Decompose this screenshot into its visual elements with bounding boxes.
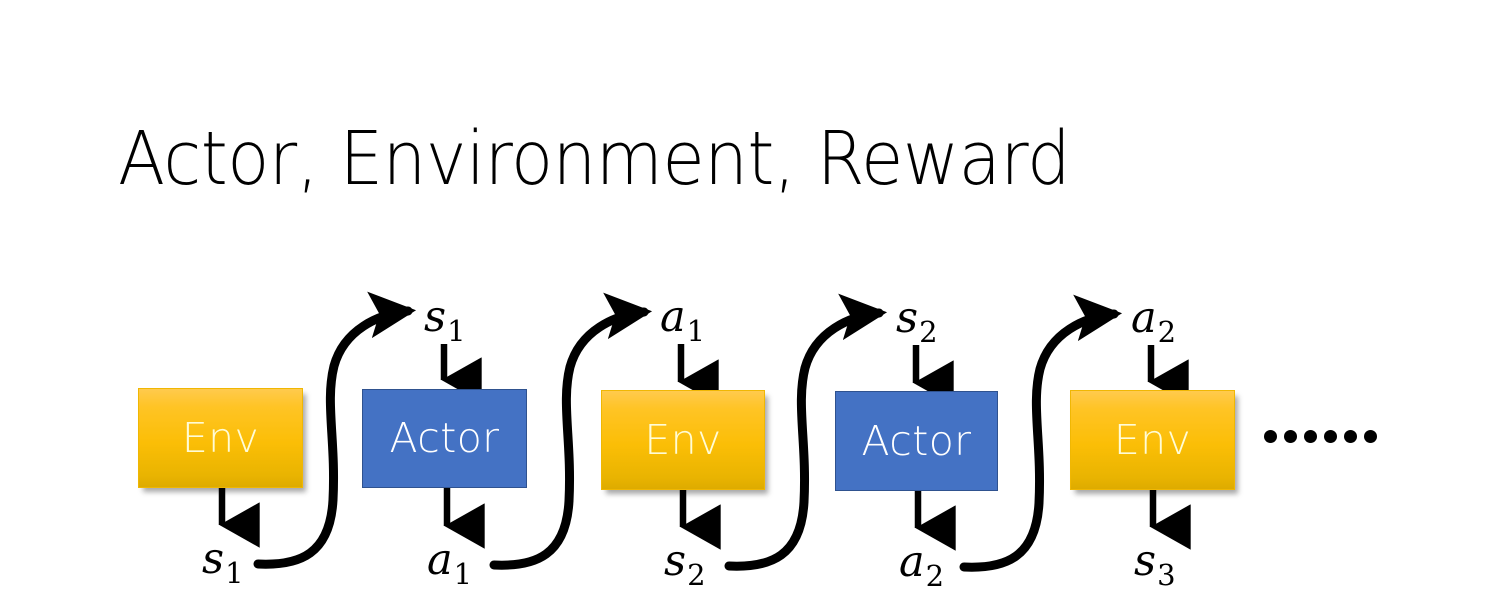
math-subscript: 1 [447, 314, 466, 348]
label-action-a1-bottom: a1 [427, 539, 472, 589]
math-base: a [1131, 293, 1157, 343]
label-state-s1-bottom: s1 [202, 538, 244, 588]
label-state-s1-top: s1 [424, 296, 466, 346]
math-base: s [424, 292, 447, 342]
label-state-s2-top: s2 [896, 297, 938, 347]
arrows-into-boxes [440, 344, 1189, 406]
ellipsis-dot [1264, 430, 1277, 443]
label-state-s3-bottom: s3 [1134, 540, 1176, 590]
ellipsis-indicator [1264, 430, 1377, 443]
node-env-3[interactable]: Env [1070, 390, 1235, 490]
math-base: s [202, 534, 225, 584]
math-base: s [896, 293, 919, 343]
math-base: a [427, 535, 453, 585]
math-base: s [1134, 536, 1157, 586]
node-label: Actor [861, 416, 972, 465]
label-action-a1-top: a1 [660, 296, 705, 346]
page-title: Actor, Environment, Reward [118, 116, 1071, 202]
node-actor-1[interactable]: Actor [362, 389, 527, 488]
ellipsis-dot [1324, 430, 1337, 443]
ellipsis-dot [1344, 430, 1357, 443]
node-label: Env [181, 413, 260, 462]
math-base: a [899, 537, 925, 587]
math-subscript: 1 [686, 314, 706, 348]
ellipsis-dot [1364, 430, 1377, 443]
ellipsis-dot [1304, 430, 1317, 443]
ellipsis-dot [1284, 430, 1297, 443]
label-action-a2-top: a2 [1131, 297, 1176, 347]
math-subscript: 3 [1157, 558, 1176, 592]
math-subscript: 2 [1157, 315, 1177, 349]
math-base: s [664, 536, 687, 586]
node-actor-2[interactable]: Actor [835, 391, 998, 491]
node-label: Env [644, 415, 722, 464]
math-subscript: 2 [919, 315, 938, 349]
math-subscript: 2 [925, 559, 945, 593]
label-action-a2-bottom: a2 [899, 541, 944, 591]
arrows-out-of-boxes [218, 488, 1191, 551]
node-env-2[interactable]: Env [601, 390, 765, 490]
math-subscript: 1 [225, 556, 244, 590]
label-state-s2-bottom: s2 [664, 540, 706, 590]
math-subscript: 2 [687, 558, 706, 592]
node-label: Env [1113, 415, 1192, 464]
math-subscript: 1 [453, 557, 473, 591]
node-label: Actor [389, 414, 500, 462]
math-base: a [660, 292, 686, 342]
node-env-1[interactable]: Env [138, 388, 303, 488]
